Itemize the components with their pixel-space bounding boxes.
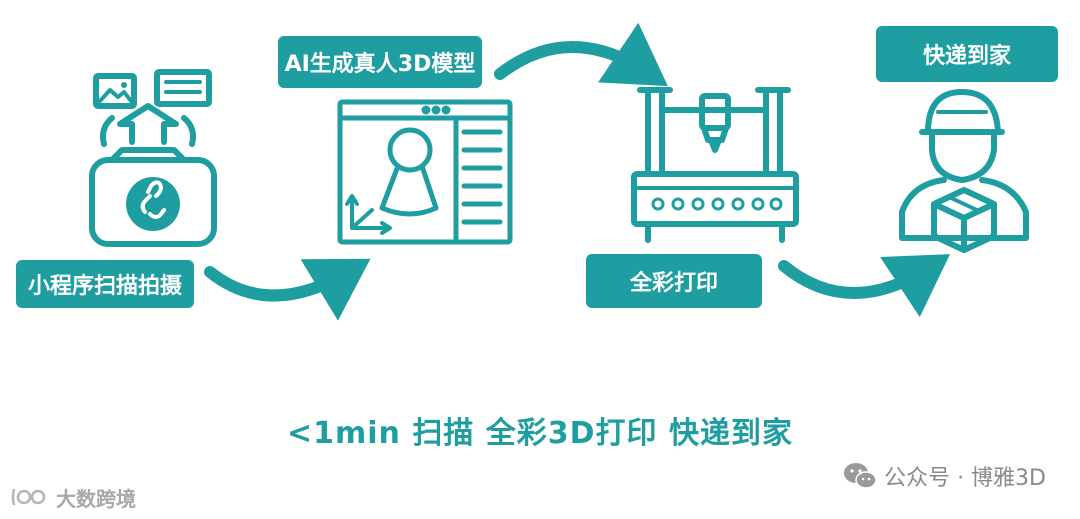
document-icon [154, 69, 212, 107]
watermark-right-text: 公众号 · 博雅3D [884, 466, 1046, 491]
model-head-icon [387, 127, 433, 173]
flow-arrow-3 [778, 254, 951, 318]
step-label-print: 全彩打印 [586, 254, 762, 308]
model-body-icon [379, 163, 439, 217]
watermark-bottom-left: 大数跨境 [10, 482, 136, 512]
wechat-icon [844, 463, 877, 489]
step-label-delivery: 快递到家 [876, 26, 1058, 82]
watermark-left-text: 大数跨境 [56, 486, 136, 511]
picture-icon [93, 73, 137, 109]
step-label-scan: 小程序扫描拍摄 [16, 260, 194, 308]
step-label-ai-model: AI生成真人3D模型 [278, 36, 482, 88]
axes-icon [350, 196, 390, 230]
camera-icon [89, 69, 217, 247]
watermark-logo-icon [11, 488, 46, 506]
lens-icon [126, 177, 180, 231]
courier-face-icon [929, 129, 997, 183]
delivery-courier-icon [899, 89, 1029, 253]
3d-printer-icon [631, 87, 799, 243]
tagline: <1min 扫描 全彩3D打印 快递到家 [286, 416, 794, 451]
flow-arrow-2 [494, 22, 668, 87]
flow-arrow-1 [204, 258, 371, 321]
upload-arrow-icon [117, 103, 179, 145]
watermark-wechat: 公众号 · 博雅3D [842, 460, 1046, 492]
courier-cap-icon [925, 89, 1001, 135]
3d-software-window-icon [337, 99, 513, 245]
